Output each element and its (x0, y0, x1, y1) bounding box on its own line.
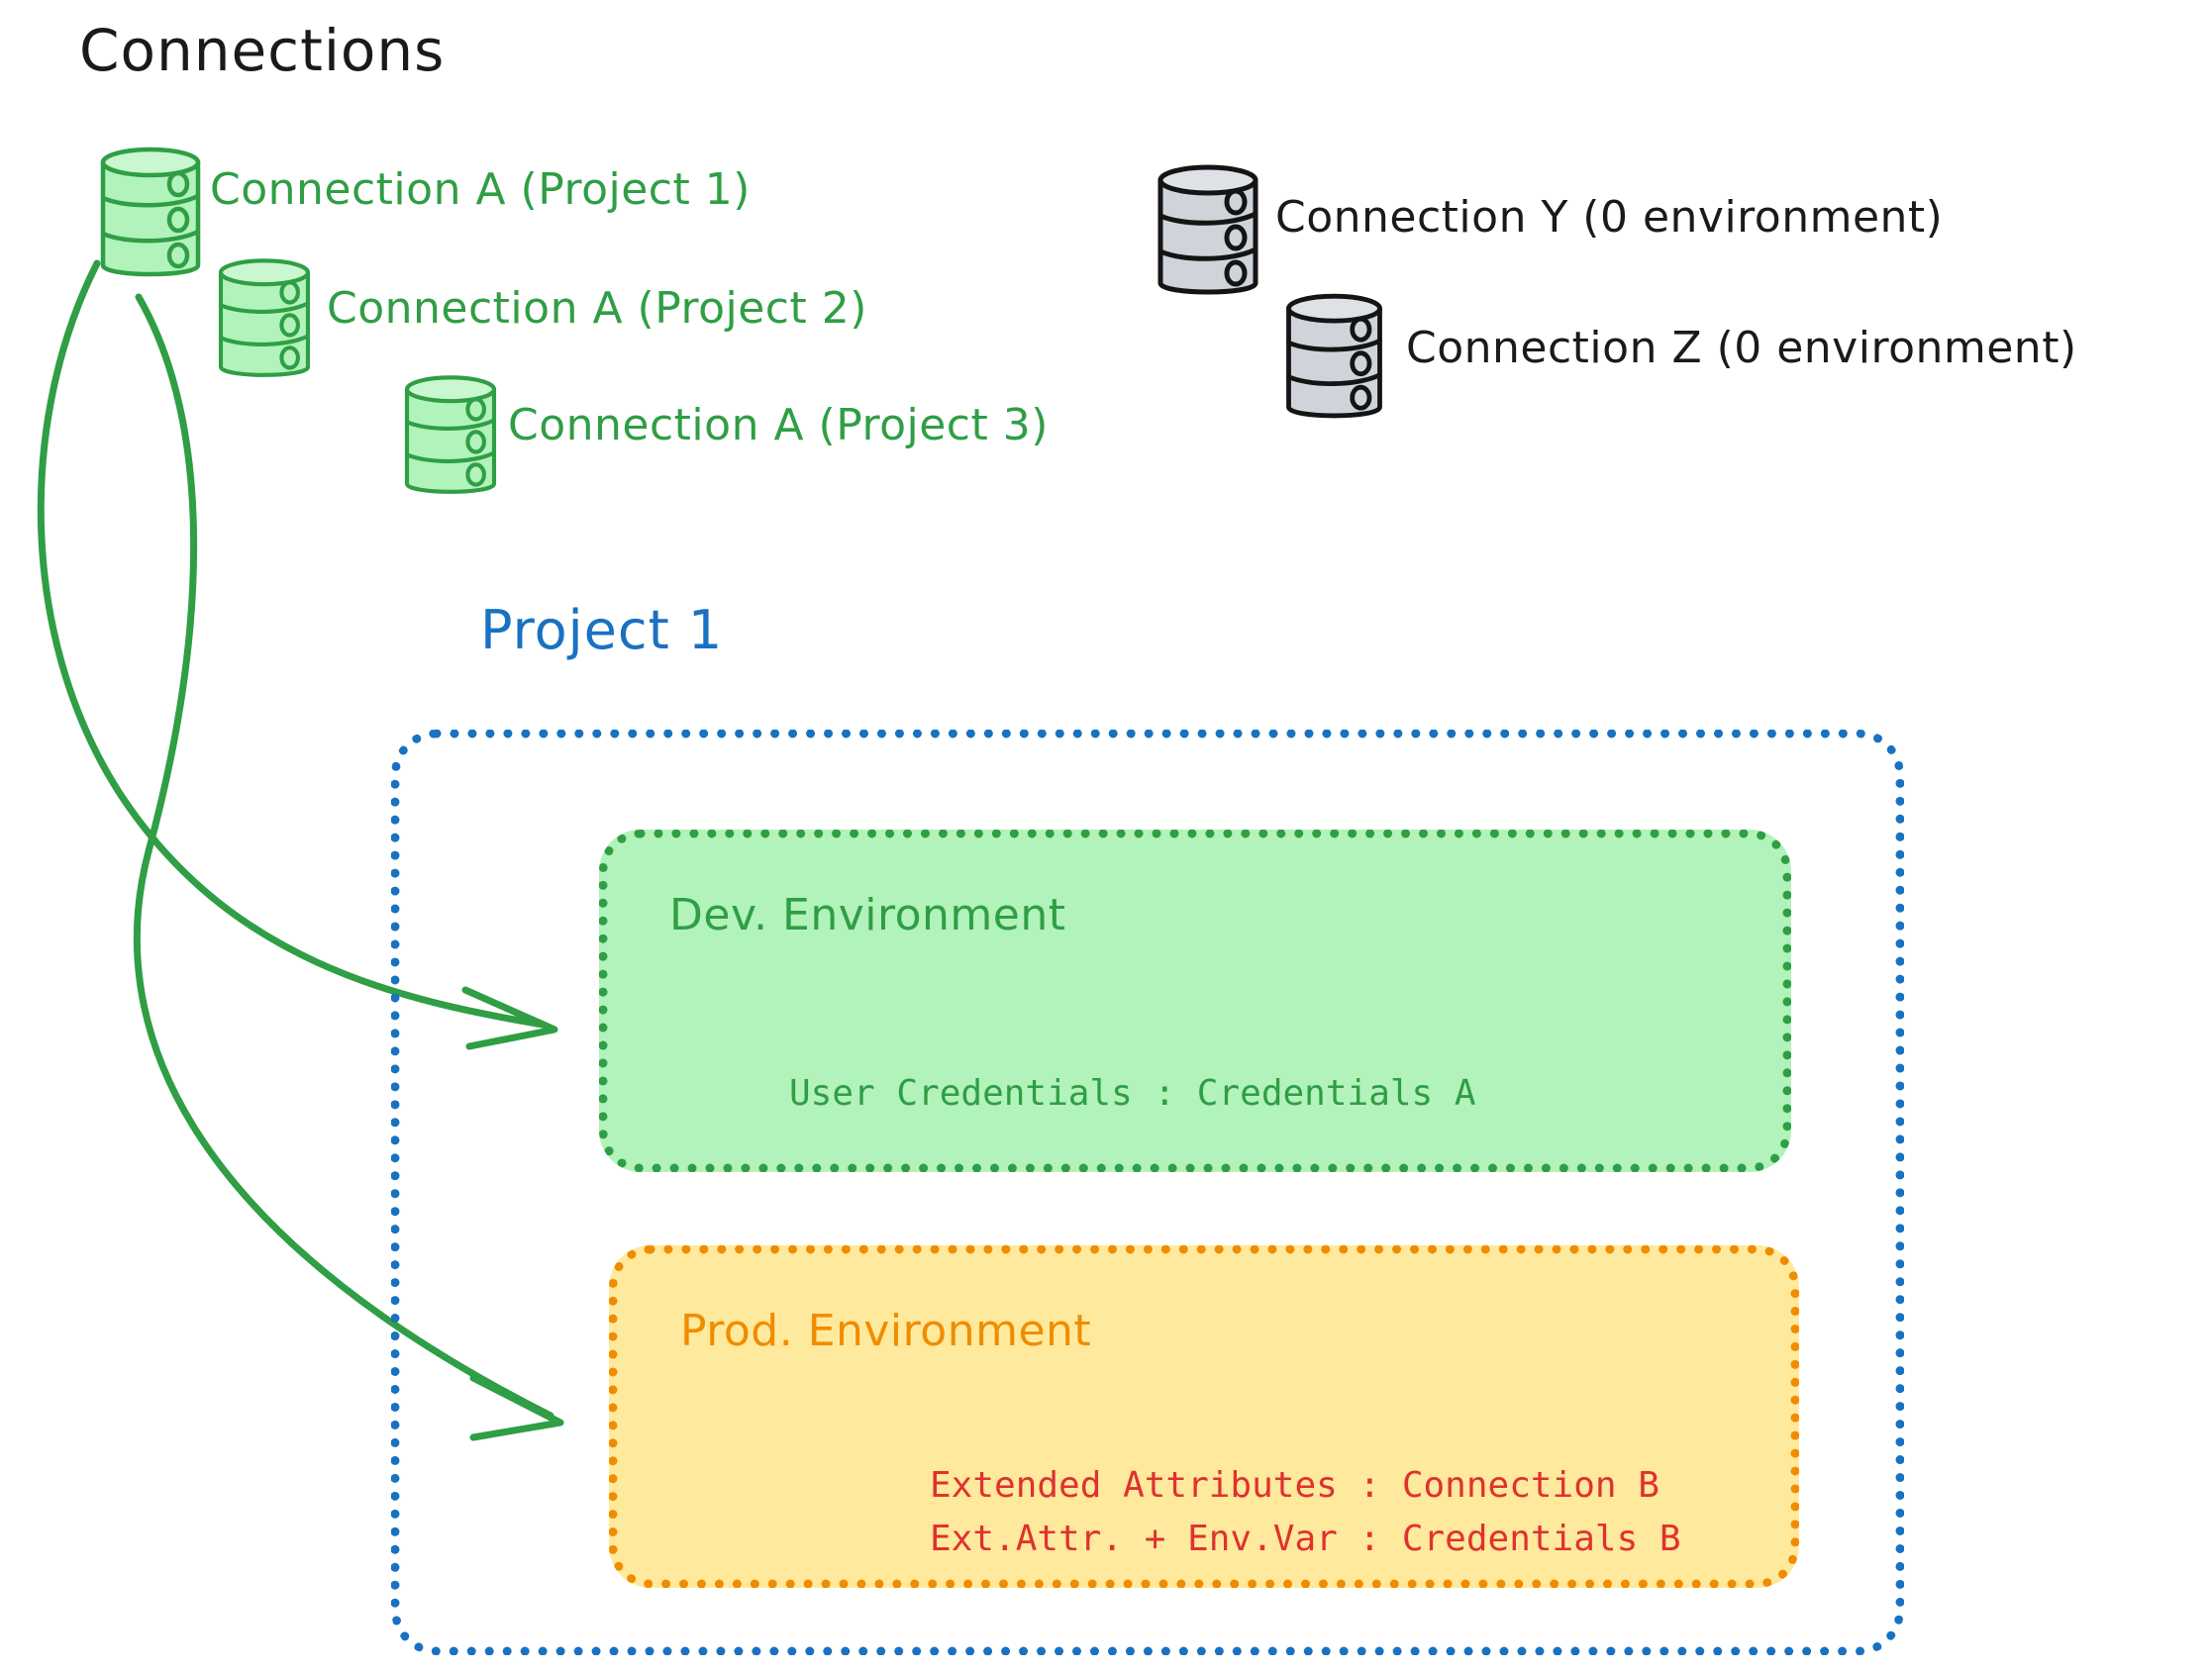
dev-environment-box: Dev. Environment User Credentials : Cred… (599, 830, 1791, 1172)
dev-environment-entry-0: User Credentials : Credentials A (789, 1073, 1476, 1114)
project-container (391, 730, 1904, 1655)
prod-environment-box: Prod. Environment Extended Attributes : … (609, 1245, 1799, 1588)
database-icon (404, 375, 497, 494)
prod-environment-entry-1: Ext.Attr. + Env.Var : Credentials B (930, 1519, 1681, 1559)
database-icon (1286, 293, 1382, 419)
connection-label-y: Connection Y (0 environment) (1275, 192, 1944, 243)
connection-label-a-project-3: Connection A (Project 3) (508, 400, 1049, 450)
prod-environment-entry-0: Extended Attributes : Connection B (930, 1465, 1659, 1506)
connection-label-z: Connection Z (0 environment) (1406, 323, 2077, 373)
connection-label-a-project-2: Connection A (Project 2) (327, 283, 867, 334)
database-icon (100, 147, 201, 277)
database-icon (218, 258, 311, 377)
page-title: Connections (79, 17, 446, 84)
database-icon (1157, 164, 1258, 295)
project-title: Project 1 (480, 599, 724, 661)
connection-label-a-project-1: Connection A (Project 1) (210, 164, 751, 215)
dev-environment-title: Dev. Environment (669, 890, 1066, 940)
prod-environment-title: Prod. Environment (680, 1306, 1092, 1356)
